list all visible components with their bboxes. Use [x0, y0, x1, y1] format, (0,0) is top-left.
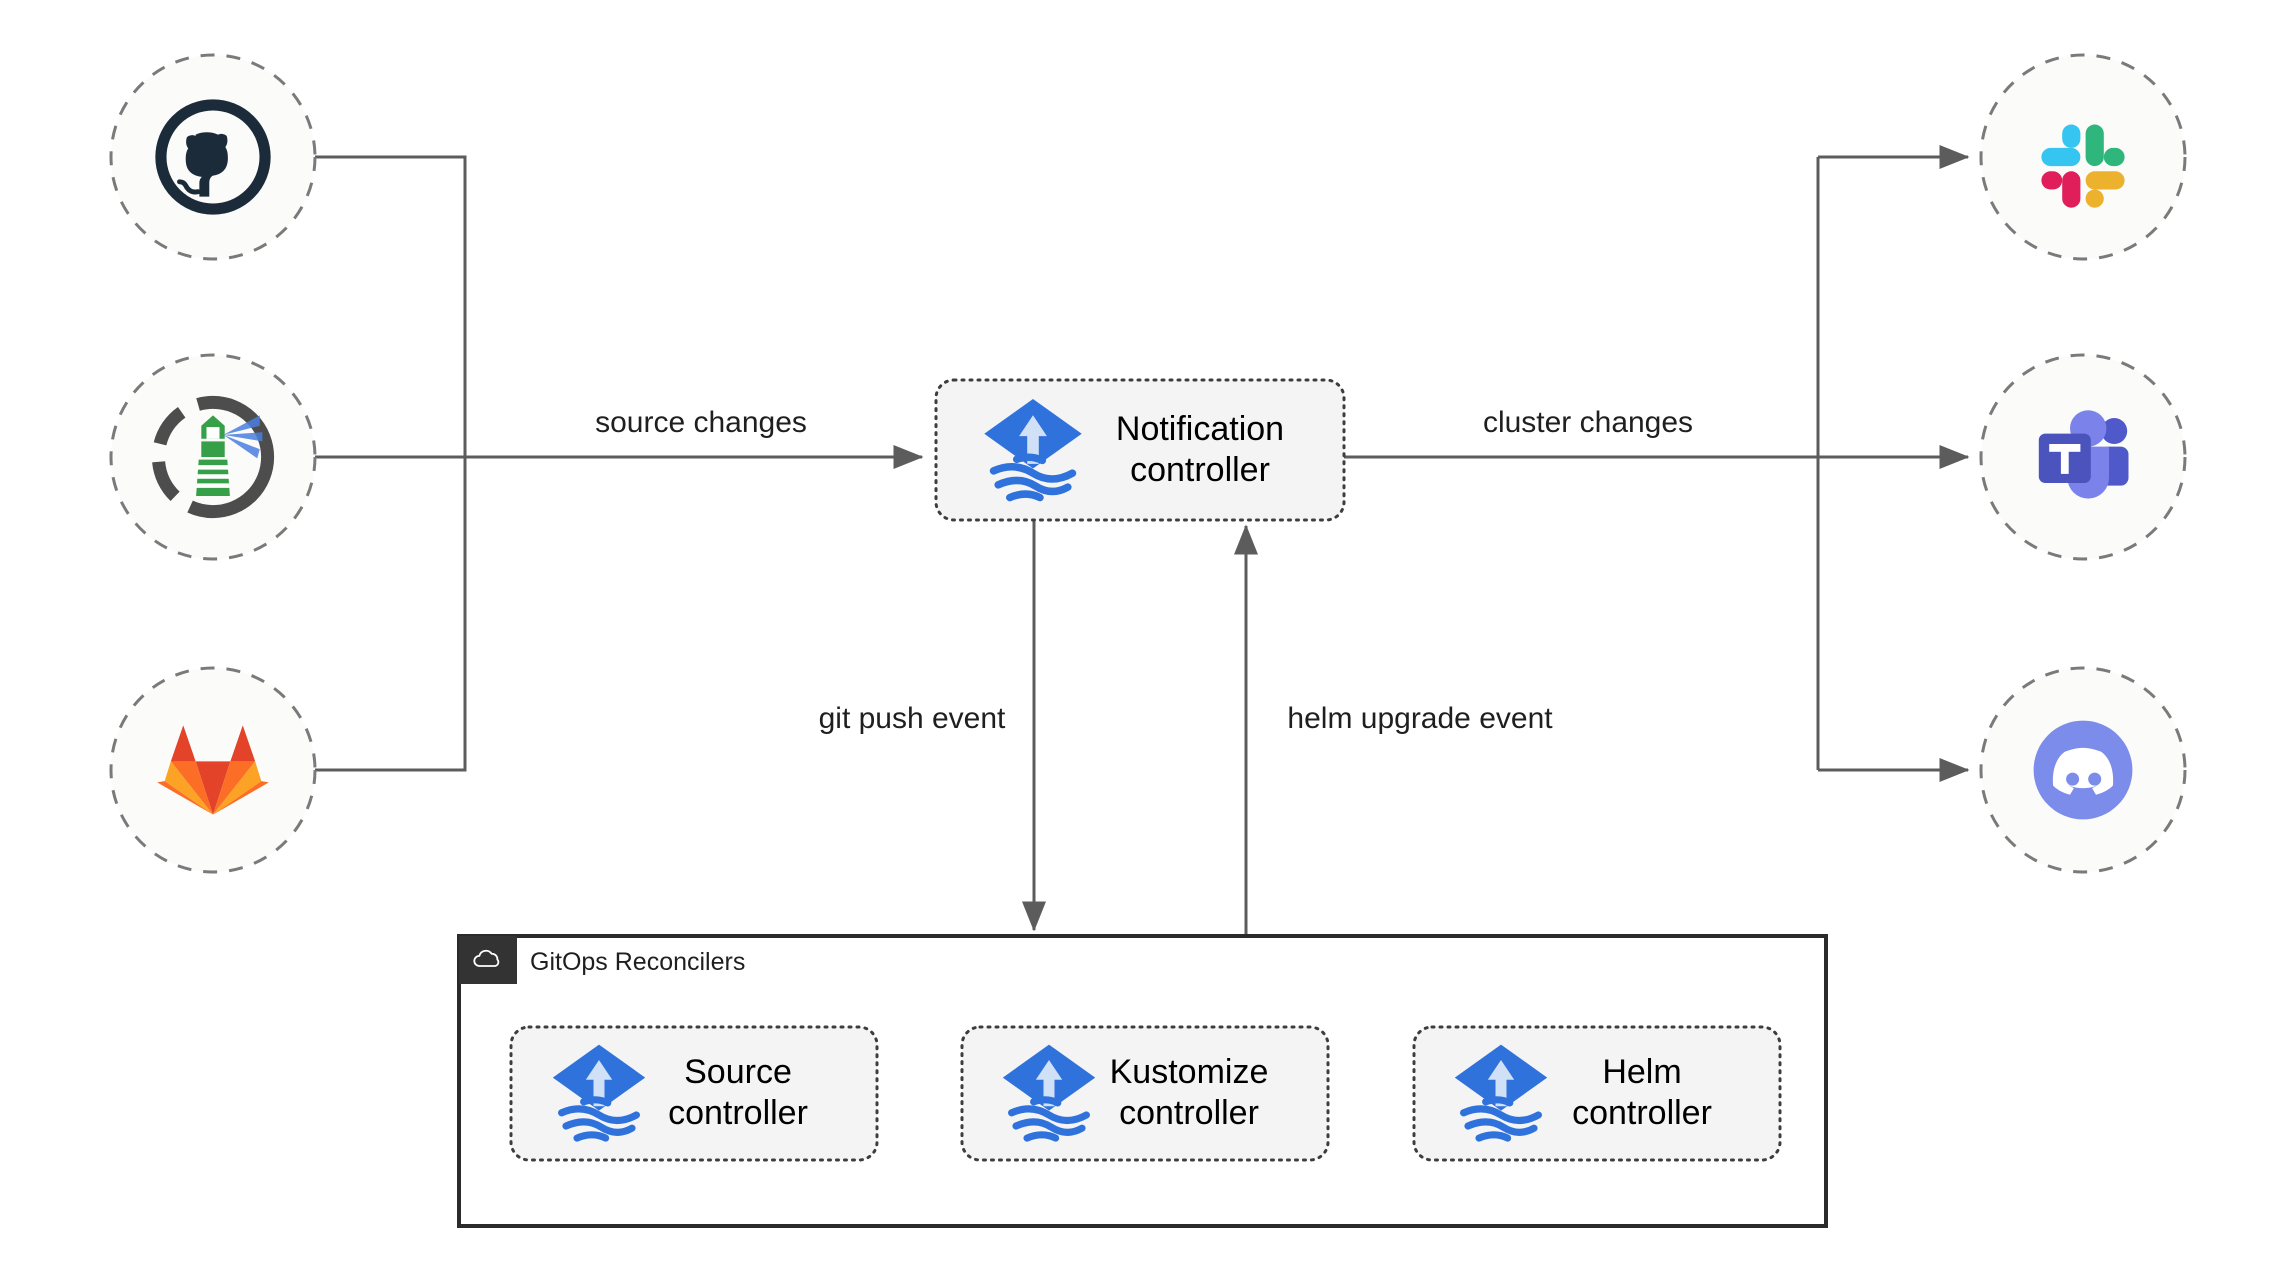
- helm-controller-node[interactable]: Helm controller: [1412, 1025, 1782, 1162]
- slack-circle: [1979, 53, 2187, 261]
- helm-controller-label-line2: controller: [1572, 1094, 1712, 1132]
- source-node-flux[interactable]: [109, 353, 317, 561]
- edge-notification-to-destinations: [1344, 145, 1970, 782]
- notification-controller-label-line2: controller: [1130, 451, 1270, 489]
- edge-label-source-changes: source changes: [595, 406, 807, 439]
- helm-controller-label-line1: Helm: [1602, 1053, 1681, 1091]
- notification-controller-node[interactable]: Notification controller: [934, 378, 1346, 522]
- source-controller-label-line1: Source: [684, 1053, 792, 1091]
- kustomize-controller-label-line2: controller: [1119, 1094, 1259, 1132]
- edge-sources-to-notification: [315, 155, 924, 772]
- edge-label-cluster-changes: cluster changes: [1483, 406, 1693, 439]
- destination-node-slack[interactable]: [1979, 53, 2187, 261]
- gitops-reconcilers-group: GitOps Reconcilers Source controller Kus…: [457, 934, 1828, 1228]
- notification-controller-box: [934, 378, 1346, 522]
- kustomize-controller-node[interactable]: Kustomize controller: [960, 1025, 1330, 1162]
- source-controller-node[interactable]: Source controller: [509, 1025, 879, 1162]
- discord-icon: [2033, 720, 2133, 820]
- kustomize-controller-label-line1: Kustomize: [1110, 1053, 1269, 1091]
- source-node-gitlab[interactable]: [109, 666, 317, 874]
- source-node-github[interactable]: [109, 53, 317, 261]
- edge-label-git-push-event: git push event: [819, 702, 1006, 735]
- gitops-reconcilers-label: GitOps Reconcilers: [530, 948, 745, 976]
- destination-node-teams[interactable]: [1979, 353, 2187, 561]
- notification-controller-label-line1: Notification: [1116, 410, 1284, 448]
- destination-node-discord[interactable]: [1979, 666, 2187, 874]
- edge-label-helm-upgrade-event: helm upgrade event: [1287, 702, 1553, 735]
- gitops-reconcilers-tab: [459, 936, 517, 984]
- source-controller-label-line2: controller: [668, 1094, 808, 1132]
